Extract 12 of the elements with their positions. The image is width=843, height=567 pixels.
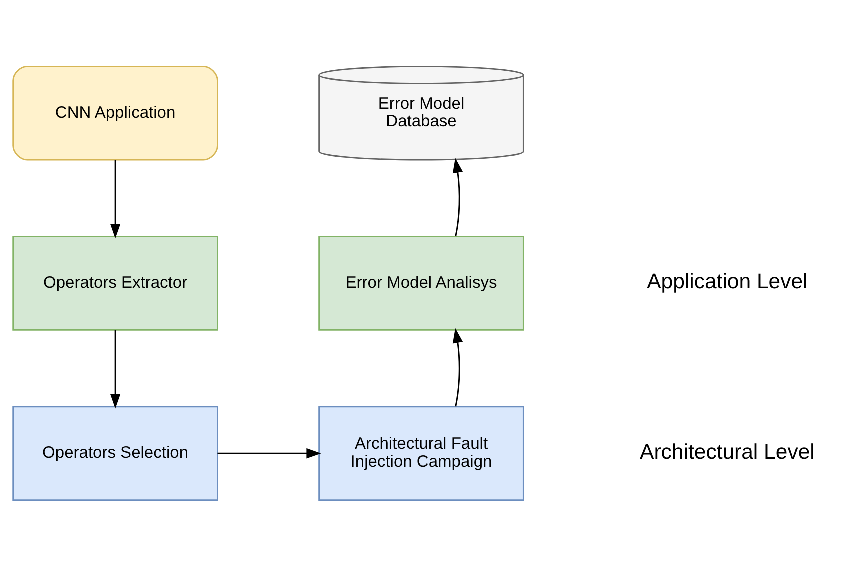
arrow [110,160,121,239]
node-box: Operators Selection [12,406,218,501]
node-box: Architectural Fault Injection Campaign [318,406,524,501]
arrow [452,328,464,407]
label: Application Level [647,270,808,294]
node-box: Error Model Analisys [318,236,524,331]
arrow [218,448,322,459]
node-box: Operators Extractor [12,236,218,331]
arrow [110,330,121,409]
label: Architectural Level [640,440,815,464]
arrow [452,158,464,237]
node-box: CNN Application [12,66,218,161]
